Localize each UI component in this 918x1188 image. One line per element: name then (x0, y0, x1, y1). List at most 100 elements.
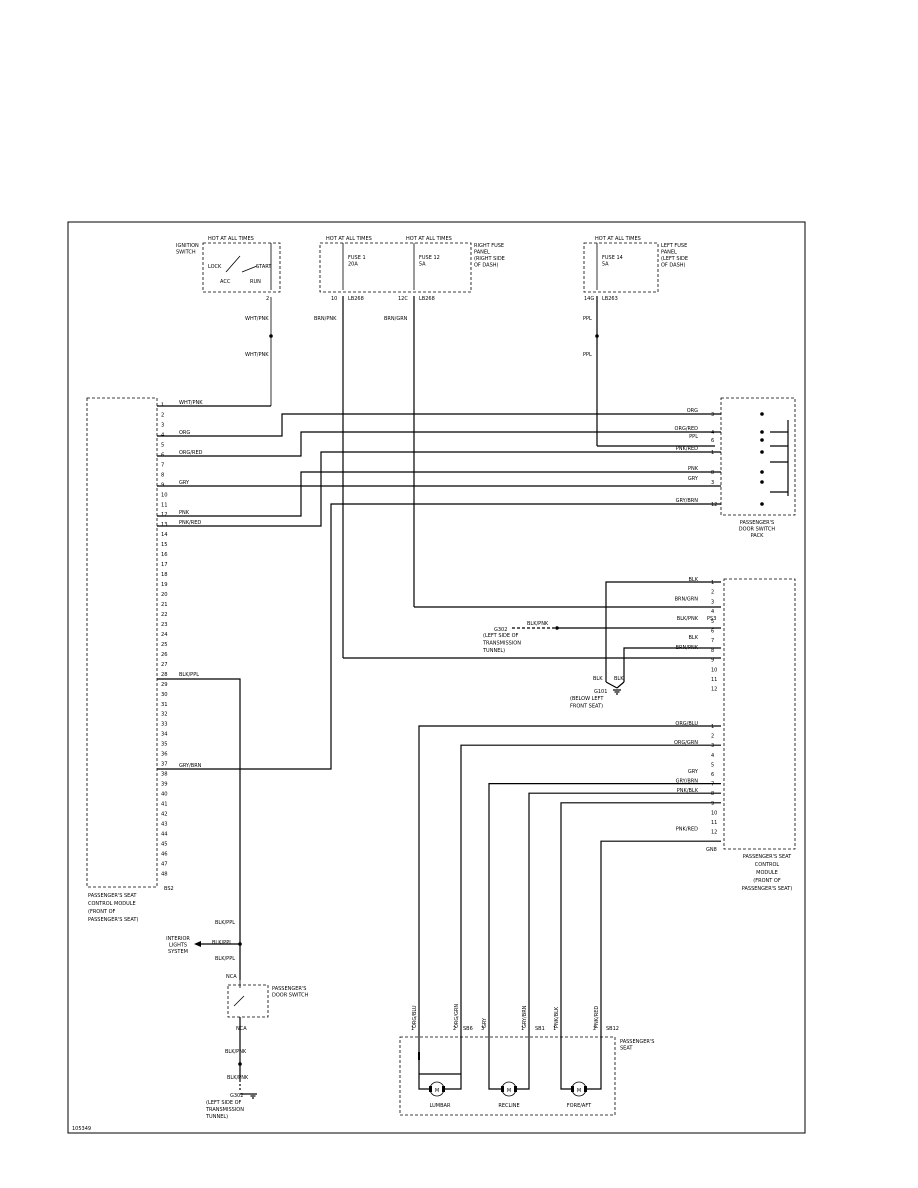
connector-pin: 12C (398, 296, 408, 302)
pack-contact (760, 502, 764, 506)
module-pin-13: 13 (161, 522, 168, 528)
module-pin-17: 17 (161, 562, 168, 568)
passenger-seat-label: PASSENGER'S (620, 1039, 654, 1045)
ignition-pos-run: RUN (250, 279, 261, 285)
scm-pin: 7 (711, 638, 714, 644)
door-switch-label: PASSENGER'S (272, 986, 306, 992)
module-pin-18: 18 (161, 572, 168, 578)
wire-blk (623, 647, 721, 682)
pack-wire-label: PPL (689, 434, 698, 440)
module-pin-33: 33 (161, 722, 168, 728)
seat-pin: 1 (521, 1026, 524, 1032)
module-pin-2: 2 (161, 412, 164, 418)
scm-wire-label: BLK (689, 577, 699, 583)
wire-label-wht-pnk: WHT/PNK (245, 316, 269, 322)
scm-wire-label: BLK/PNK (677, 616, 699, 622)
wire-label-ppl: PPL (583, 352, 592, 358)
wire-label-p6: ORG/RED (179, 450, 203, 456)
wire-label-p1: WHT/PNK (179, 400, 203, 406)
module-pin-38: 38 (161, 772, 168, 778)
module-pin-28: 28 (161, 672, 168, 678)
scm-pin: 1 (711, 580, 714, 586)
scm-pin: 3 (711, 599, 714, 605)
ground-name: G302 (494, 627, 507, 633)
seat-pin: 1 (411, 1026, 414, 1032)
pack-wire-label: GRY/BRN (676, 498, 699, 504)
module-pin-37: 37 (161, 762, 168, 768)
module-pin-42: 42 (161, 811, 168, 817)
connector-nca: NCA (226, 974, 237, 980)
module-pin-20: 20 (161, 592, 168, 598)
right-fuse-panel-box (319, 242, 472, 293)
wire-org-red (157, 431, 721, 457)
pack-pin: 4 (711, 430, 714, 436)
seat-wire-1 (460, 744, 721, 1037)
seat-wire-3 (528, 792, 721, 1037)
seat-module-label: CONTROL MODULE (88, 901, 136, 907)
splice (555, 626, 559, 630)
door-switch-label: DOOR SWITCH (272, 993, 309, 999)
left-fuse-panel-label: PANEL (661, 250, 677, 256)
module-pin-14: 14 (161, 532, 168, 538)
connector-name: LB268 (419, 296, 435, 302)
splice (238, 942, 242, 946)
wire-pnk (157, 471, 721, 517)
module-pin-4: 4 (161, 432, 165, 438)
pack-wire-label: PNK (688, 466, 699, 472)
seat-connector: SB6 (463, 1026, 473, 1032)
wire-blk (616, 681, 625, 689)
module-pin-31: 31 (161, 702, 168, 708)
ground-location: TRANSMISSION (482, 641, 521, 647)
module-pin-46: 46 (161, 851, 168, 857)
diagram-frame (67, 221, 806, 1134)
wire-blk-ppl (157, 678, 241, 980)
seat-wire-label: ORG/GRN (454, 1004, 460, 1028)
ground-location: TUNNEL) (205, 1114, 228, 1120)
right-fuse-panel-label: (RIGHT SIDE (474, 256, 505, 262)
seat-module-label: PASSENGER'S SEAT) (88, 917, 138, 923)
pack-pin: 1 (711, 450, 714, 456)
seat-pin: 2 (453, 1026, 456, 1032)
lumbar-wire (418, 1037, 430, 1090)
module-pin-47: 47 (161, 861, 168, 867)
scm-pin: 4 (711, 609, 714, 615)
wire-label-blk-pnk: BLK/PNK (227, 1075, 249, 1081)
motor-label-lumbar: LUMBAR (430, 1103, 451, 1109)
module-pin-45: 45 (161, 841, 168, 847)
seat-pin: 1 (553, 1026, 556, 1032)
seat-control-module-label: PASSENGER'S SEAT (743, 854, 792, 860)
passenger-seat-box (399, 1036, 616, 1116)
pack-contact (760, 438, 764, 442)
seat-control-module-label: PASSENGER'S SEAT) (742, 886, 792, 892)
scm-wire-label: BLK (689, 635, 699, 641)
module-pin-16: 16 (161, 552, 168, 558)
wire-pnk-red (157, 451, 721, 527)
scm-pin: 12 (711, 830, 717, 836)
module-pin-26: 26 (161, 652, 168, 658)
scm-wire-label: GRY/BRN (676, 779, 699, 785)
pack-pin: 6 (711, 438, 714, 444)
splice (269, 334, 273, 338)
scm-pin: 2 (711, 590, 714, 596)
module-pin-30: 30 (161, 692, 168, 698)
scm-wire-label: ORG/GRN (674, 740, 698, 746)
left-fuse-panel-label: (LEFT SIDE (661, 256, 688, 262)
passenger-seat-label: SEAT (620, 1046, 633, 1052)
wire-label-blk-pnk: BLK/PNK (225, 1049, 247, 1055)
scm-pin: 11 (711, 820, 717, 826)
ignition-pos-start: START (256, 264, 272, 270)
connector-pin: 10 (331, 296, 337, 302)
module-pin-1: 1 (161, 403, 164, 409)
pack-contact (760, 450, 764, 454)
fuse-12-label: FUSE 12 (419, 255, 440, 261)
connector-name: LB263 (602, 296, 618, 302)
seat-wire-2 (488, 782, 721, 1037)
module-pin-40: 40 (161, 792, 168, 798)
pack-pin: 3 (711, 480, 714, 486)
module-pin-32: 32 (161, 712, 168, 718)
scm-connector: PS3 (707, 616, 716, 622)
ground-location: (LEFT SIDE OF (483, 633, 519, 639)
door-switch-box (227, 984, 269, 1018)
seat-wire-4 (560, 802, 721, 1037)
motor-fore-aft (571, 1081, 587, 1097)
